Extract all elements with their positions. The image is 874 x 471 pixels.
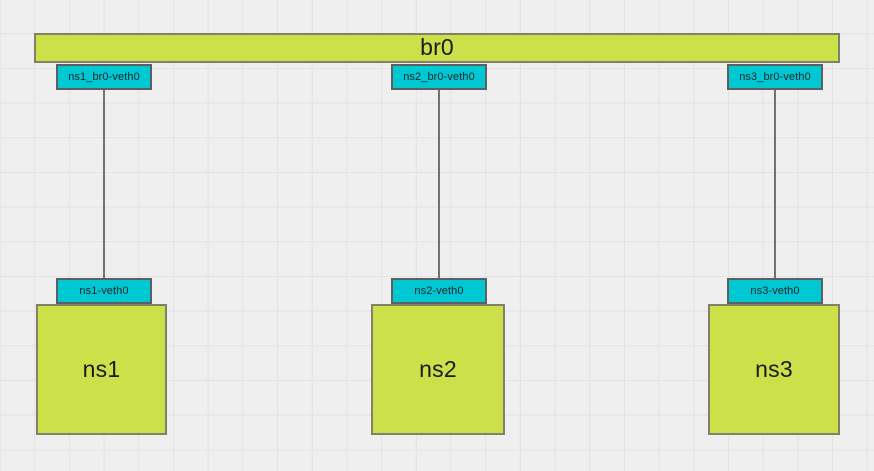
veth-chip-ns1-veth0[interactable]: ns1-veth0	[56, 278, 152, 304]
namespace-node-ns3[interactable]: ns3	[708, 304, 840, 435]
veth-chip-ns3-veth0[interactable]: ns3-veth0	[727, 278, 823, 304]
veth-chip-ns3-br0-veth0[interactable]: ns3_br0-veth0	[727, 64, 823, 90]
bridge-node-br0[interactable]: br0	[34, 33, 840, 63]
namespace-node-ns2[interactable]: ns2	[371, 304, 505, 435]
link-ns1[interactable]	[103, 90, 105, 279]
namespace-node-ns1[interactable]: ns1	[36, 304, 167, 435]
veth-chip-ns2-veth0[interactable]: ns2-veth0	[391, 278, 487, 304]
veth-chip-ns1-br0-veth0[interactable]: ns1_br0-veth0	[56, 64, 152, 90]
link-ns3[interactable]	[774, 90, 776, 279]
veth-chip-ns2-br0-veth0[interactable]: ns2_br0-veth0	[391, 64, 487, 90]
link-ns2[interactable]	[438, 90, 440, 279]
